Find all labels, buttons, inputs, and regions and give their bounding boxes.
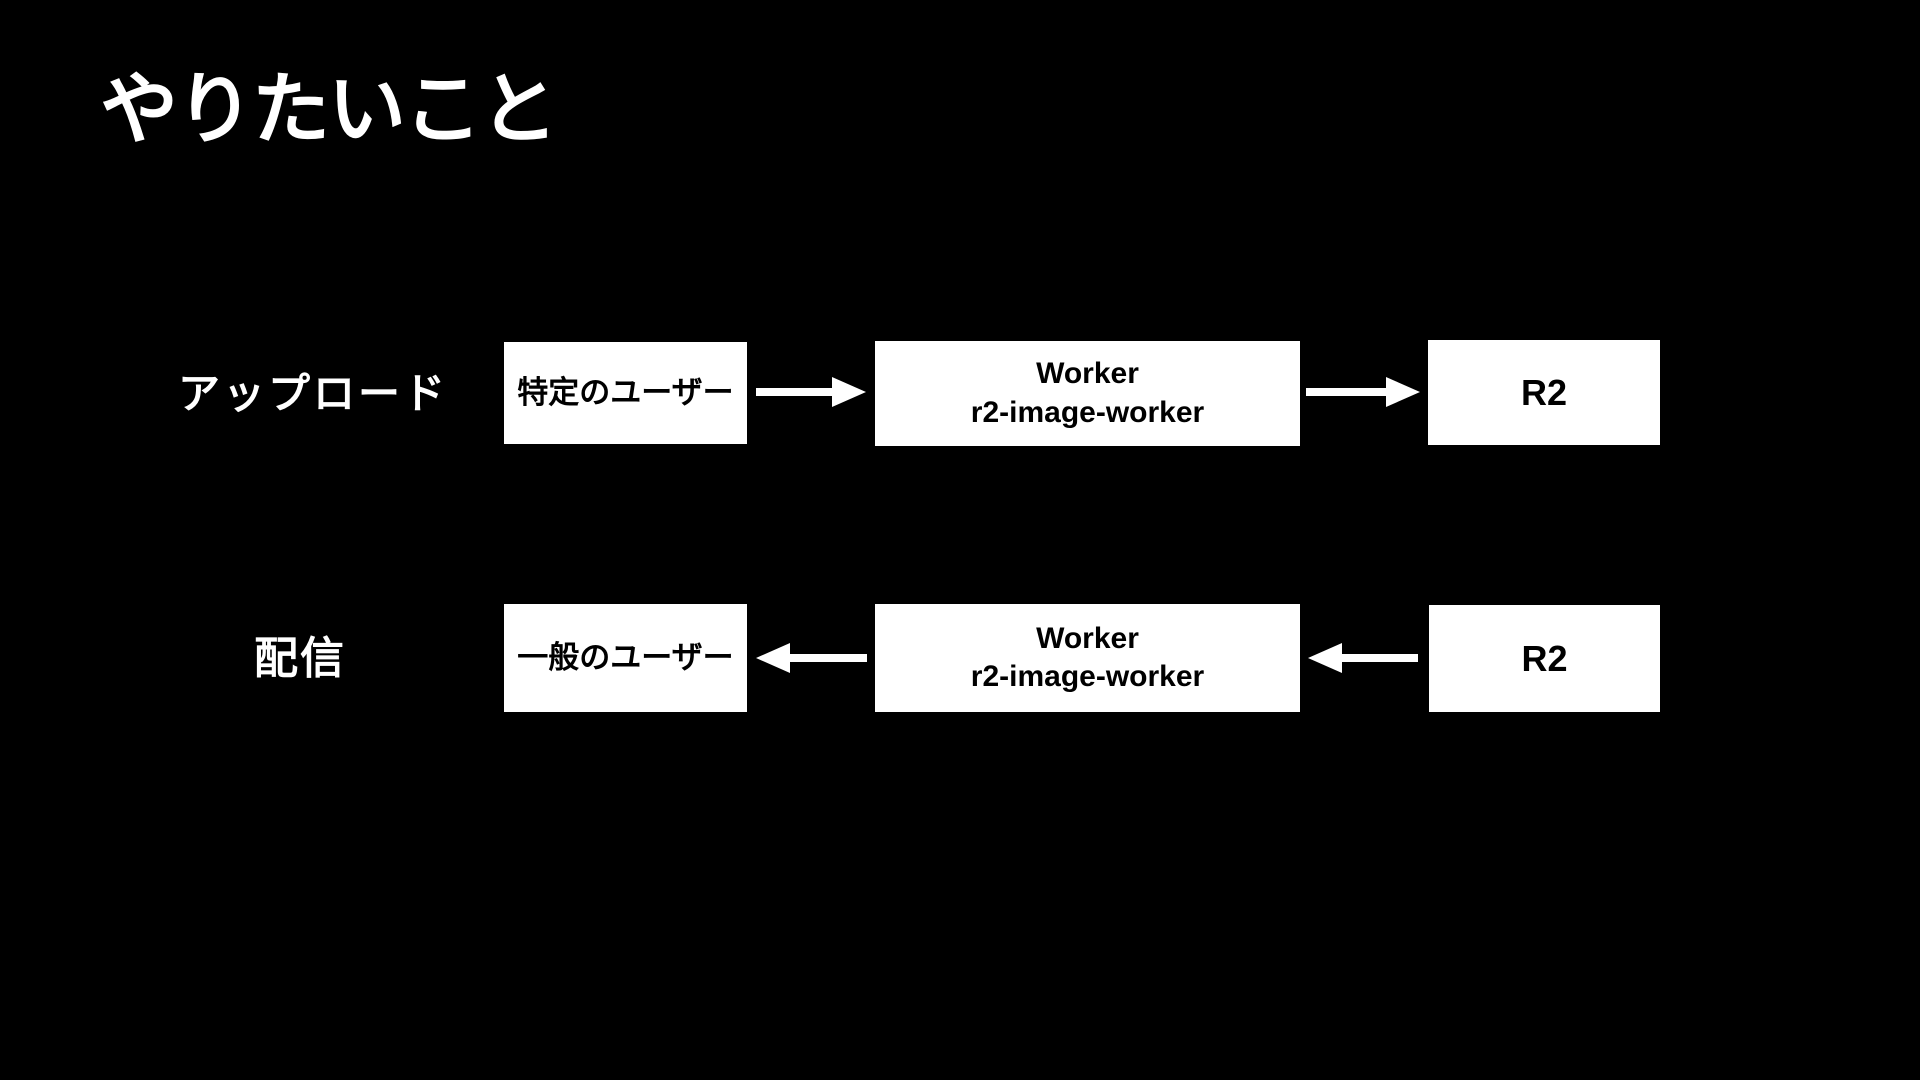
node-sublabel: r2-image-worker xyxy=(970,660,1205,693)
node-label: 特定のユーザー xyxy=(517,375,734,411)
node-label: R2 xyxy=(1520,371,1568,413)
node-label: R2 xyxy=(1521,637,1568,679)
arrow-shaft xyxy=(756,388,832,396)
node-sublabel: r2-image-worker xyxy=(970,395,1205,429)
node-label: Worker xyxy=(1036,621,1139,655)
arrow-left-icon xyxy=(1308,643,1418,673)
arrow-head xyxy=(832,377,866,407)
row-label-delivery: 配信 xyxy=(254,634,346,683)
node-label: Worker xyxy=(1036,357,1139,391)
row-label-upload: アップロード xyxy=(178,370,449,417)
arrow-shaft xyxy=(790,654,867,662)
arrow-right-icon xyxy=(1306,377,1420,407)
arrow-right-icon xyxy=(756,377,866,407)
node-general-user: 一般のユーザー xyxy=(504,604,747,712)
arrow-shaft xyxy=(1306,388,1386,396)
arrow-head xyxy=(1386,377,1420,407)
node-r2-upload: R2 xyxy=(1428,340,1660,445)
arrow-left-icon xyxy=(756,643,867,673)
arrow-head xyxy=(756,643,790,673)
node-label: 一般のユーザー xyxy=(517,640,734,676)
node-worker-delivery: Worker r2-image-worker xyxy=(875,604,1300,712)
arrow-head xyxy=(1308,643,1342,673)
node-worker-upload: Worker r2-image-worker xyxy=(875,341,1300,446)
page-title: やりたいこと xyxy=(100,65,558,153)
node-specific-user: 特定のユーザー xyxy=(504,342,747,444)
arrow-shaft xyxy=(1342,654,1418,662)
node-r2-delivery: R2 xyxy=(1429,605,1660,712)
